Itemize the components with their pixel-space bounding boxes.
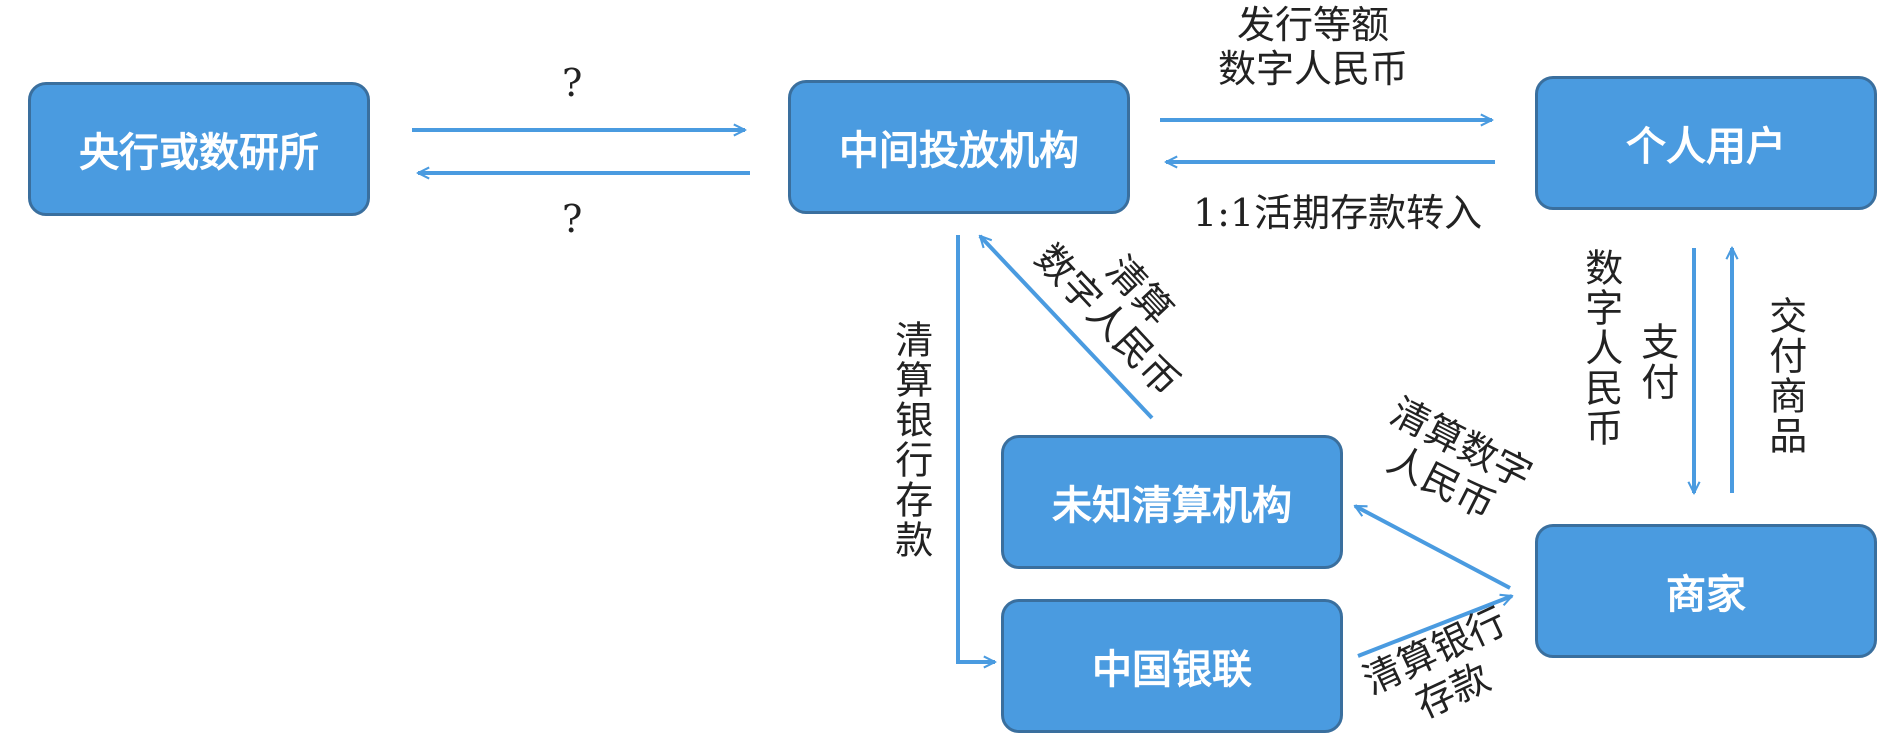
label-clear-bank-deposit-vertical: 清算银行存款 [888, 320, 933, 560]
arrow-unionpay-to-merchant [1357, 596, 1512, 658]
node-merchant: 商家 [1535, 524, 1877, 658]
node-central-bank: 央行或数研所 [28, 82, 370, 216]
arrow-merchant-to-unknown [1355, 504, 1511, 590]
label-deposit-transfer: 1:1活期存款转入 [1193, 191, 1483, 235]
label-issue-equal-dcny: 发行等额 数字人民币 [1218, 3, 1409, 91]
label-question-bottom: ? [562, 197, 583, 241]
arrow-unknown-to-intermediary [980, 236, 1154, 420]
arrow-intermediary-to-unionpay [956, 235, 995, 662]
label-digital-rmb-vertical: 数字人民币 [1578, 248, 1623, 448]
node-unknown-clearing: 未知清算机构 [1001, 435, 1343, 569]
node-unionpay: 中国银联 [1001, 599, 1343, 733]
node-intermediary: 中间投放机构 [788, 80, 1130, 214]
label-deliver-goods-vertical: 交付商品 [1762, 296, 1807, 456]
label-question-top: ? [562, 61, 583, 105]
label-pay-vertical: 支付 [1634, 322, 1679, 402]
node-personal-user: 个人用户 [1535, 76, 1877, 210]
